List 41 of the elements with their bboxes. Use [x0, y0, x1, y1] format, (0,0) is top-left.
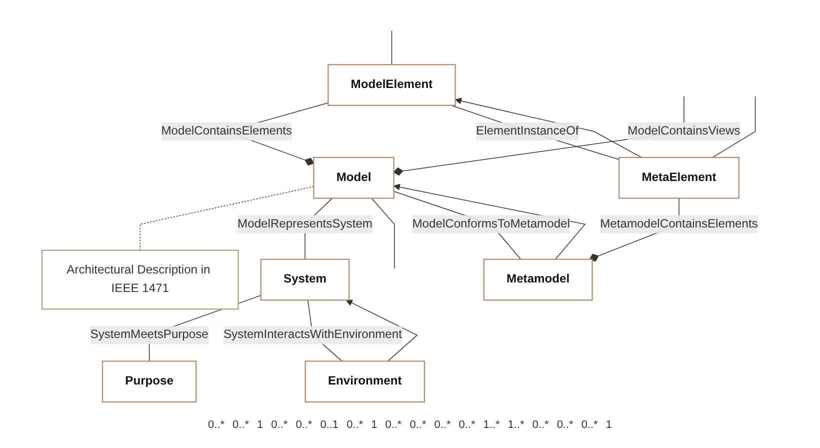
- multiplicity-label: 0..*: [581, 419, 598, 431]
- multiplicity-label: 1: [257, 419, 264, 431]
- node-box: MetaElement: [618, 156, 740, 199]
- multiplicity-label: 1: [371, 419, 378, 431]
- multiplicity-label: 0..*: [532, 419, 549, 431]
- multiplicity-label: 0..1: [320, 419, 339, 431]
- node-box: Environment: [304, 360, 425, 402]
- connector: [712, 96, 756, 158]
- multiplicity-label: 0..*: [271, 419, 288, 431]
- edge-label: SystemInteractsWithEnvironment: [223, 328, 402, 342]
- edge-label: SystemMeetsPurpose: [90, 328, 208, 342]
- multiplicity-label: 1: [606, 419, 612, 431]
- node-box: Metamodel: [483, 258, 593, 301]
- multiplicity-label: 0..*: [232, 419, 250, 431]
- multiplicity-label: 0..*: [410, 419, 426, 431]
- multiplicity-label: 0..*: [296, 419, 312, 431]
- connector: [450, 105, 620, 160]
- node-box: Purpose: [102, 360, 197, 402]
- edge-label: ModelRepresentsSystem: [238, 217, 372, 230]
- arrow: [346, 300, 418, 362]
- node-box: Architectural Description in IEEE 1471: [41, 250, 239, 310]
- connector: [371, 198, 395, 269]
- connector: [391, 30, 392, 66]
- node-box: ModelElement: [328, 64, 456, 106]
- node-box: System: [260, 258, 350, 301]
- multiplicity-label: 0..*: [434, 419, 451, 431]
- multiplicity-label: 0..*: [385, 419, 402, 431]
- multiplicity-label: 0..*: [346, 419, 364, 431]
- edge-label: ModelContainsElements: [161, 124, 292, 138]
- edge-label: MetamodelContainsElements: [600, 217, 758, 230]
- multiplicity-label: 1..*: [508, 419, 524, 431]
- multiplicity-label: 0..*: [556, 419, 574, 431]
- connector: [393, 96, 684, 176]
- multiplicity-label: 1..*: [483, 419, 500, 431]
- multiplicity-label: 0..*: [458, 419, 476, 431]
- node-box: Model: [313, 156, 394, 199]
- edge-label: ModelConformsToMetamodel: [412, 217, 570, 230]
- edge-label: ModelContainsViews: [628, 124, 740, 138]
- connector: [140, 186, 314, 251]
- multiplicity-label: 0..*: [208, 419, 225, 431]
- edge-label: ElementInstanceOf: [476, 124, 579, 138]
